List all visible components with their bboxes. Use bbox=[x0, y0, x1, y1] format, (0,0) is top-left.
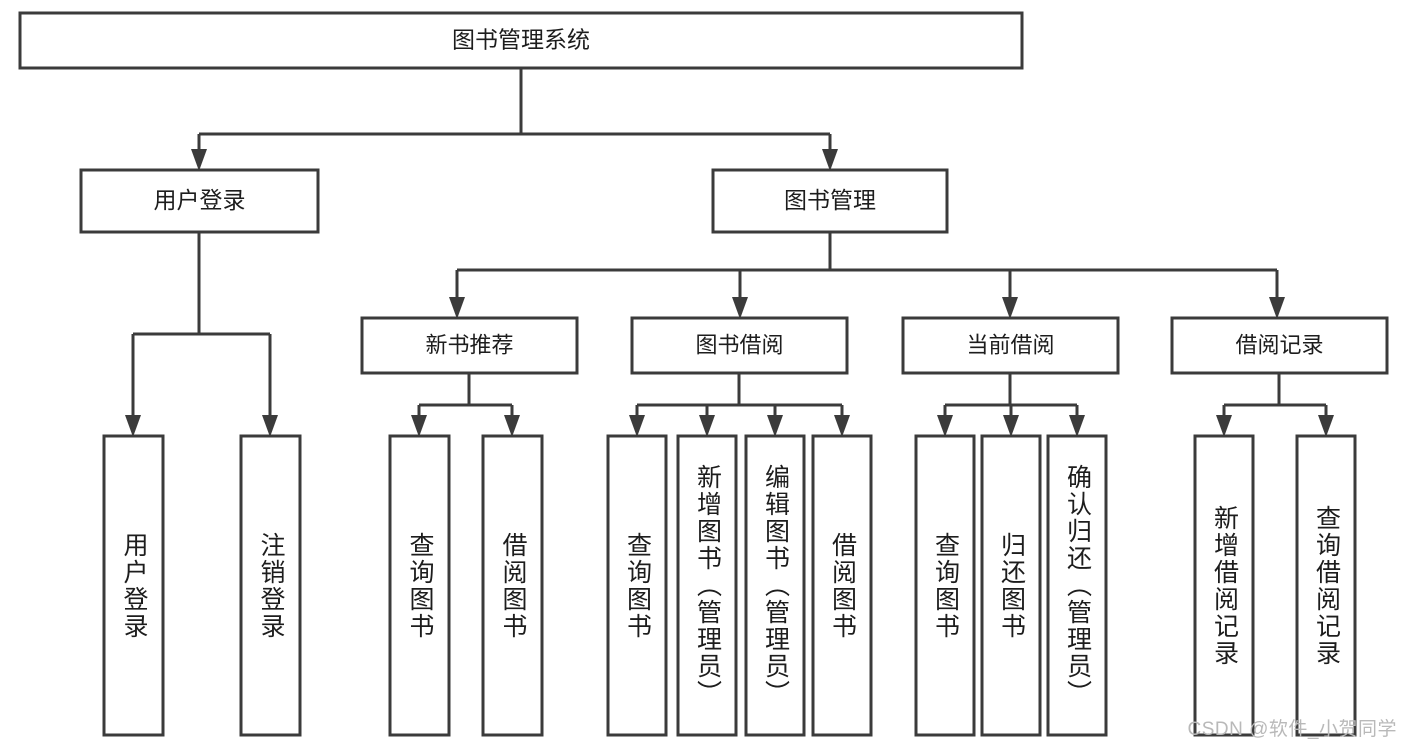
node-leaf-user-login[interactable] bbox=[102, 434, 165, 737]
arrow-head bbox=[449, 297, 465, 319]
node-box[interactable] bbox=[1193, 434, 1255, 737]
node-box[interactable] bbox=[388, 434, 451, 737]
node-borrow-record[interactable]: 借阅记录 bbox=[1170, 316, 1389, 375]
arrow-head bbox=[504, 415, 520, 437]
node-label: 图书借阅 bbox=[695, 332, 783, 357]
node-box[interactable] bbox=[676, 434, 738, 737]
arrow-head bbox=[699, 415, 715, 437]
node-leaf-query-borrow-record[interactable] bbox=[1295, 434, 1357, 737]
arrow-head bbox=[262, 415, 278, 437]
connector-layer bbox=[125, 68, 1334, 437]
arrow-head bbox=[629, 415, 645, 437]
node-label: 当前借阅 bbox=[966, 332, 1054, 357]
node-box[interactable] bbox=[980, 434, 1042, 737]
watermark-text: CSDN @软件_小贺同学 bbox=[1187, 719, 1397, 740]
node-box[interactable] bbox=[79, 168, 320, 234]
node-box[interactable] bbox=[18, 11, 1024, 70]
arrow-head bbox=[411, 415, 427, 437]
arrow-head bbox=[732, 297, 748, 319]
arrow-head bbox=[822, 149, 838, 171]
connector-current-borrow-to-leaves bbox=[937, 373, 1085, 437]
node-label: 新书推荐 bbox=[425, 332, 513, 357]
node-leaf-borrow-book[interactable] bbox=[811, 434, 873, 737]
node-leaf-confirm-return-admin[interactable] bbox=[1046, 434, 1108, 737]
connector-borrow-record-to-leaves bbox=[1216, 373, 1334, 437]
node-user-login[interactable]: 用户登录 bbox=[79, 168, 320, 234]
node-leaf-add-borrow-record[interactable] bbox=[1193, 434, 1255, 737]
arrow-head bbox=[125, 415, 141, 437]
node-box[interactable] bbox=[914, 434, 976, 737]
node-box[interactable] bbox=[1295, 434, 1357, 737]
node-book-borrow[interactable]: 图书借阅 bbox=[630, 316, 849, 375]
node-leaf-return-book[interactable] bbox=[980, 434, 1042, 737]
arrow-head bbox=[191, 149, 207, 171]
connector-book-management-to-level2 bbox=[449, 232, 1285, 319]
node-box[interactable] bbox=[901, 316, 1120, 375]
node-leaf-logout[interactable] bbox=[239, 434, 302, 737]
connector-new-book-recommend-to-leaves bbox=[411, 373, 520, 437]
node-book-management[interactable]: 图书管理 bbox=[711, 168, 949, 234]
node-label: 图书管理 bbox=[784, 187, 876, 213]
node-box[interactable] bbox=[239, 434, 302, 737]
connector-root-to-level1 bbox=[191, 68, 838, 171]
node-new-book-recommend[interactable]: 新书推荐 bbox=[360, 316, 579, 375]
connector-user-login-to-leaves bbox=[125, 232, 278, 437]
connector-book-borrow-to-leaves bbox=[629, 373, 850, 437]
node-root[interactable]: 图书管理系统 bbox=[18, 11, 1024, 70]
arrow-head bbox=[1216, 415, 1232, 437]
node-leaf-edit-book-admin[interactable] bbox=[744, 434, 806, 737]
node-current-borrow[interactable]: 当前借阅 bbox=[901, 316, 1120, 375]
node-label: 图书管理系统 bbox=[452, 27, 590, 53]
node-box[interactable] bbox=[711, 168, 949, 234]
node-leaf-borrow-book-recommend[interactable] bbox=[481, 434, 544, 737]
arrow-head bbox=[937, 415, 953, 437]
node-box[interactable] bbox=[744, 434, 806, 737]
arrow-head bbox=[1002, 297, 1018, 319]
node-leaf-query-book-current[interactable] bbox=[914, 434, 976, 737]
node-box[interactable] bbox=[811, 434, 873, 737]
node-box[interactable] bbox=[360, 316, 579, 375]
node-label: 借阅记录 bbox=[1235, 332, 1323, 357]
arrow-head bbox=[1003, 415, 1019, 437]
arrow-head bbox=[834, 415, 850, 437]
arrow-head bbox=[1269, 297, 1285, 319]
node-box[interactable] bbox=[606, 434, 668, 737]
node-box[interactable] bbox=[1046, 434, 1108, 737]
node-leaf-query-book-recommend[interactable] bbox=[388, 434, 451, 737]
node-box[interactable] bbox=[1170, 316, 1389, 375]
arrow-head bbox=[767, 415, 783, 437]
node-leaf-query-book-borrow[interactable] bbox=[606, 434, 668, 737]
node-box[interactable] bbox=[481, 434, 544, 737]
node-box[interactable] bbox=[102, 434, 165, 737]
node-label: 用户登录 bbox=[154, 187, 246, 213]
arrow-head bbox=[1318, 415, 1334, 437]
node-leaf-add-book-admin[interactable] bbox=[676, 434, 738, 737]
node-box[interactable] bbox=[630, 316, 849, 375]
arrow-head bbox=[1069, 415, 1085, 437]
